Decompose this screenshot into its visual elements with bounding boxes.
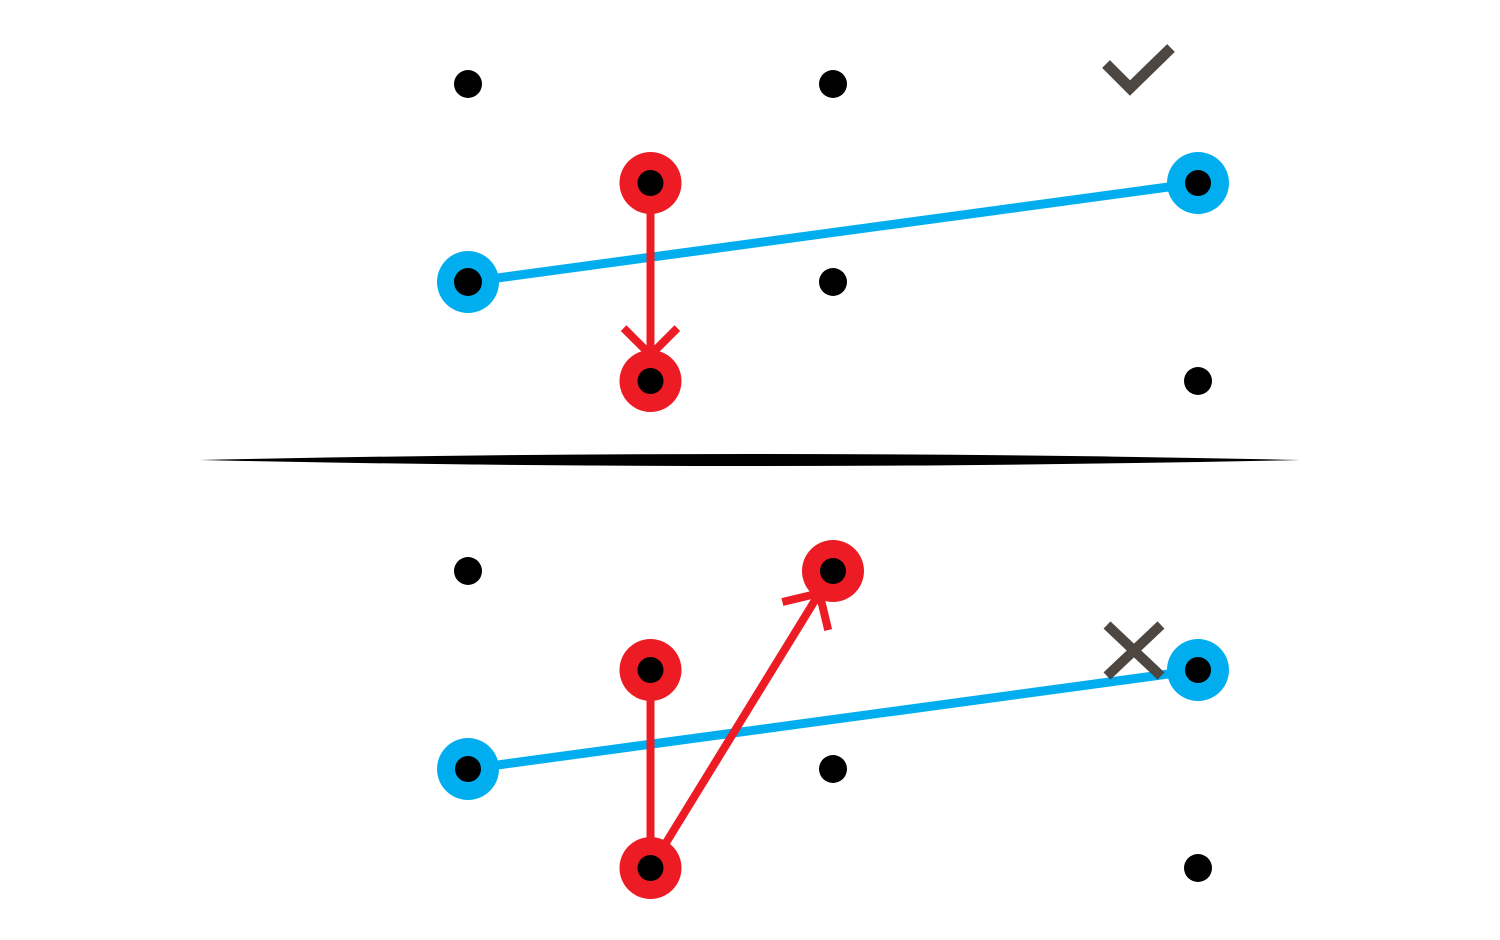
dot <box>637 657 664 683</box>
dot <box>455 756 481 782</box>
grid-dot <box>819 268 847 296</box>
dot <box>820 558 846 584</box>
red-arrow-line <box>647 591 823 871</box>
dot <box>637 855 664 881</box>
grid-dot <box>819 755 847 783</box>
blue-segment <box>467 178 1199 287</box>
divider-line <box>200 454 1300 466</box>
dot <box>637 368 664 394</box>
blue-segment <box>467 665 1199 774</box>
grid-dot <box>454 557 482 585</box>
dot <box>1185 170 1211 196</box>
grid-dot <box>1184 367 1212 395</box>
grid-dot <box>454 70 482 98</box>
grid-dot <box>819 70 847 98</box>
grid-dot <box>454 268 482 296</box>
dot <box>1185 657 1211 683</box>
grid-dot <box>1184 854 1212 882</box>
dot <box>637 170 664 196</box>
check-icon <box>1102 44 1175 96</box>
cross-icon <box>1103 621 1165 680</box>
